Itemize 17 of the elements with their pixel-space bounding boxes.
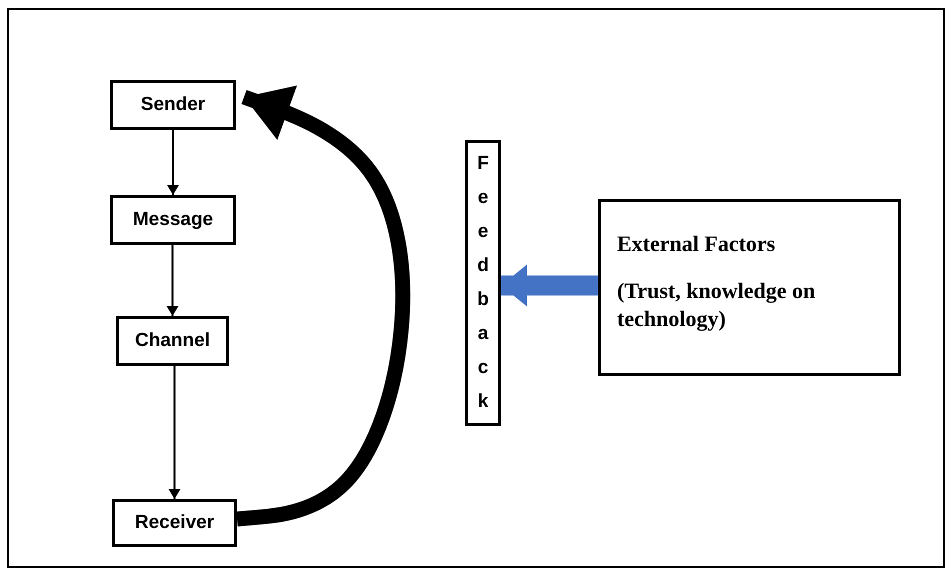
node-label: Sender — [140, 94, 206, 116]
node-label: Receiver — [134, 512, 214, 534]
message-box — [110, 195, 236, 245]
receiver-box — [112, 499, 237, 547]
sender-box — [110, 80, 236, 130]
node-label: Feedback — [476, 152, 490, 414]
arrow — [167, 130, 179, 195]
box-heading: External Factors — [617, 230, 776, 258]
arrow — [166, 245, 178, 316]
arrow — [168, 366, 180, 499]
node-label: Channel — [135, 330, 210, 352]
factors-box — [598, 199, 901, 376]
channel-box — [116, 316, 229, 366]
feedback-box — [465, 140, 501, 426]
node-label: Message — [132, 209, 214, 231]
block-arrow — [501, 264, 598, 306]
box-note: (Trust, knowledge on technology) — [617, 276, 816, 334]
